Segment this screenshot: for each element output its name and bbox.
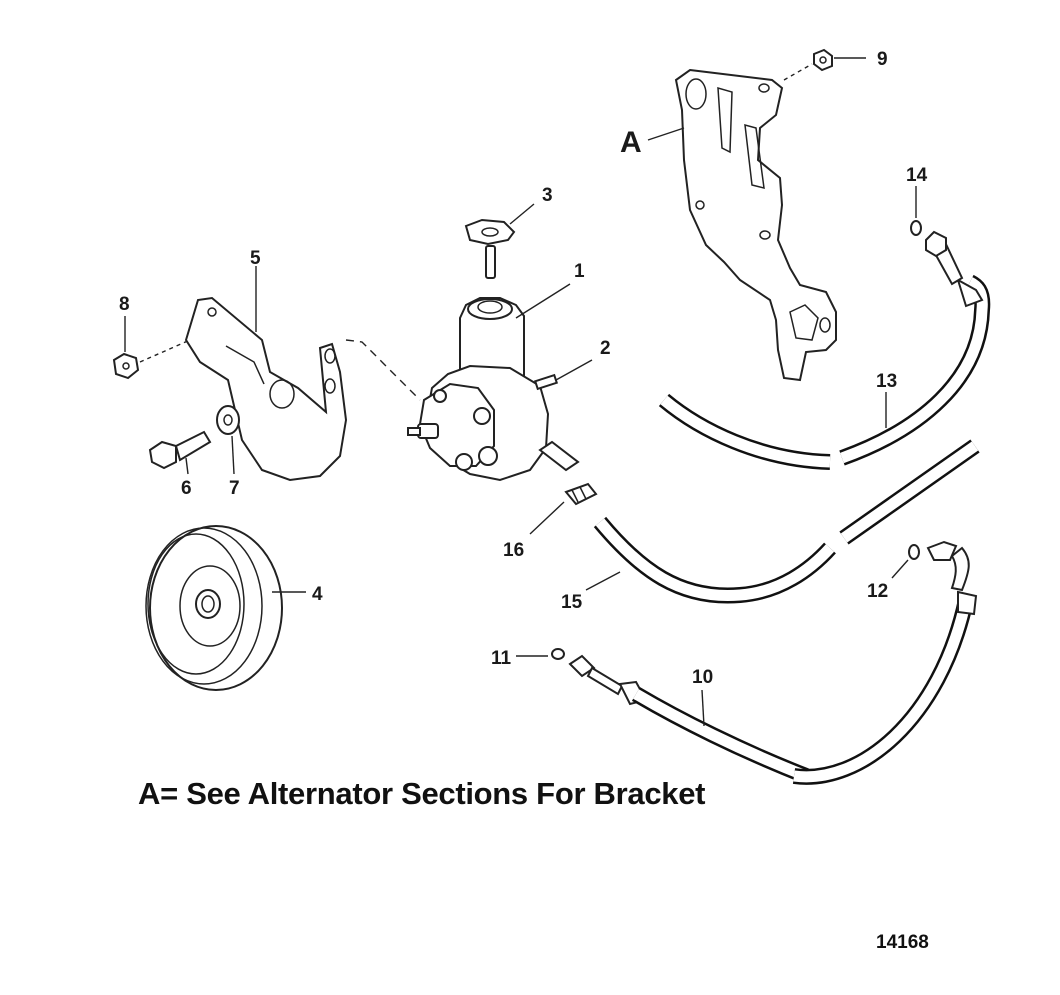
callout-8: 8 [119, 294, 130, 315]
nut-8 [112, 352, 140, 380]
callout-2: 2 [600, 338, 611, 359]
power-steering-pump [407, 297, 580, 482]
leader-7 [231, 435, 235, 475]
leader-2 [555, 359, 593, 381]
callout-12: 12 [867, 581, 888, 602]
callout-5: 5 [250, 248, 261, 269]
leader-10 [701, 689, 705, 727]
o-ring-11 [551, 648, 565, 660]
nut-9 [813, 48, 833, 72]
alternator-bracket [674, 68, 837, 382]
bracket-label: A [620, 126, 642, 159]
o-ring-14 [910, 220, 922, 236]
dash-8 [139, 339, 191, 363]
callout-4: 4 [312, 584, 323, 605]
bracket-note: A= See Alternator Sections For Bracket [138, 776, 705, 811]
reservoir-cap [464, 218, 516, 279]
callout-11: 11 [491, 648, 512, 669]
callout-16: 16 [503, 540, 524, 561]
leader-15 [585, 571, 621, 591]
leader-6 [185, 457, 189, 475]
fitting-16 [564, 482, 598, 506]
callout-6: 6 [181, 478, 192, 499]
callout-9: 9 [877, 49, 888, 70]
leader-1 [515, 283, 571, 319]
hose-10 [568, 540, 978, 785]
callout-1: 1 [574, 261, 585, 282]
callout-15: 15 [561, 592, 583, 613]
bolt-6 [148, 430, 212, 470]
dash-5 [345, 339, 421, 401]
leader-12 [891, 559, 909, 579]
hose-13 [658, 230, 991, 470]
callout-7: 7 [229, 478, 240, 499]
washer-7 [216, 405, 240, 435]
callout-14: 14 [906, 165, 928, 186]
callout-10: 10 [692, 667, 713, 688]
pulley [145, 525, 283, 691]
o-ring-12 [908, 544, 920, 560]
dash-9 [783, 63, 813, 81]
mounting-bracket [184, 296, 348, 482]
figure-id: 14168 [876, 932, 929, 953]
leader-3 [509, 203, 535, 225]
callout-13: 13 [876, 371, 897, 392]
bracket-leader [647, 127, 685, 141]
leader-16 [529, 501, 565, 535]
hose-15 [593, 439, 980, 604]
callout-3: 3 [542, 185, 553, 206]
